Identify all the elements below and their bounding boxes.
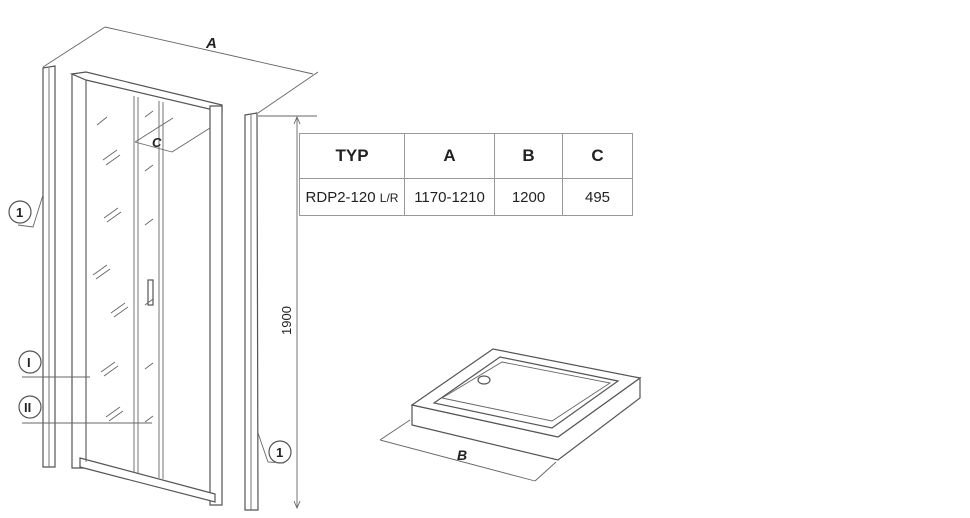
glass-hatch: [92, 110, 154, 423]
header-typ: TYP: [299, 133, 405, 179]
wall-profile-right: [244, 112, 317, 511]
dimension-c-label: C: [152, 135, 162, 150]
cell-c: 495: [562, 178, 633, 216]
dimension-b: B: [379, 419, 557, 482]
callout-label: 1: [16, 205, 23, 220]
callout-profile-left: 1: [8, 194, 44, 228]
drain: [477, 375, 491, 385]
shower-tray: [410, 348, 642, 461]
dimension-a: A: [42, 26, 319, 114]
cell-typ: RDP2-120 L/R: [299, 178, 405, 216]
header-b: B: [494, 133, 563, 179]
callout-panel-ii: II: [18, 395, 152, 424]
cell-b: 1200: [494, 178, 563, 216]
dimension-height: 1900: [279, 115, 301, 510]
callout-panel-i: I: [18, 350, 90, 378]
door-handle: [147, 279, 154, 306]
wall-profile-left: [42, 65, 56, 468]
cell-a: 1170-1210: [404, 178, 495, 216]
dimension-b-label: B: [457, 447, 467, 463]
callout-label: I: [27, 355, 31, 370]
dimension-a-label: A: [205, 35, 217, 52]
dimensions-table: TYP A B C RDP2-120 L/R 1170-1210 1200 49…: [299, 133, 633, 216]
table-row: RDP2-120 L/R 1170-1210 1200 495: [299, 178, 633, 216]
callout-label: 1: [276, 445, 283, 460]
typ-value: RDP2-120: [305, 188, 376, 206]
callout-label: II: [24, 400, 31, 415]
table-header-row: TYP A B C: [299, 133, 633, 179]
header-a: A: [404, 133, 495, 179]
dimension-height-label: 1900: [279, 306, 294, 335]
header-c: C: [562, 133, 633, 179]
dimension-c: C: [134, 117, 211, 153]
callout-profile-right: 1: [257, 432, 292, 464]
typ-suffix: L/R: [379, 190, 399, 205]
door-frame: [69, 71, 223, 506]
